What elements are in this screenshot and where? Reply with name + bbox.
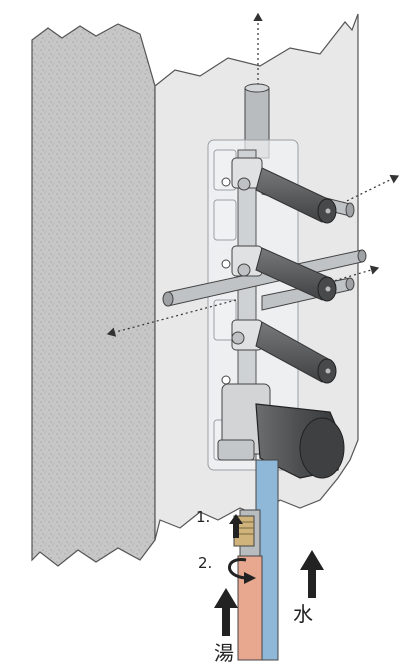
up-arrow-icon [300, 550, 324, 598]
hot-water-pipe [237, 509, 263, 661]
valve-handle-3 [255, 321, 337, 384]
tee-fitting [221, 157, 263, 385]
wall-side [31, 23, 156, 567]
cold-water-label: 水 [293, 602, 313, 626]
step-1-label: 1. [196, 508, 210, 526]
up-arrow-icon [214, 588, 238, 636]
dotted-arrow-icon [329, 265, 380, 283]
rotate-arrow-icon [228, 558, 247, 580]
hot-water-label: 湯 [214, 641, 234, 665]
valve-handle-1 [255, 167, 337, 224]
up-arrow-icon [229, 514, 243, 538]
dotted-arrow-icon [106, 299, 237, 337]
valve-handle-2 [255, 247, 337, 302]
step-2-label: 2. [198, 554, 212, 572]
